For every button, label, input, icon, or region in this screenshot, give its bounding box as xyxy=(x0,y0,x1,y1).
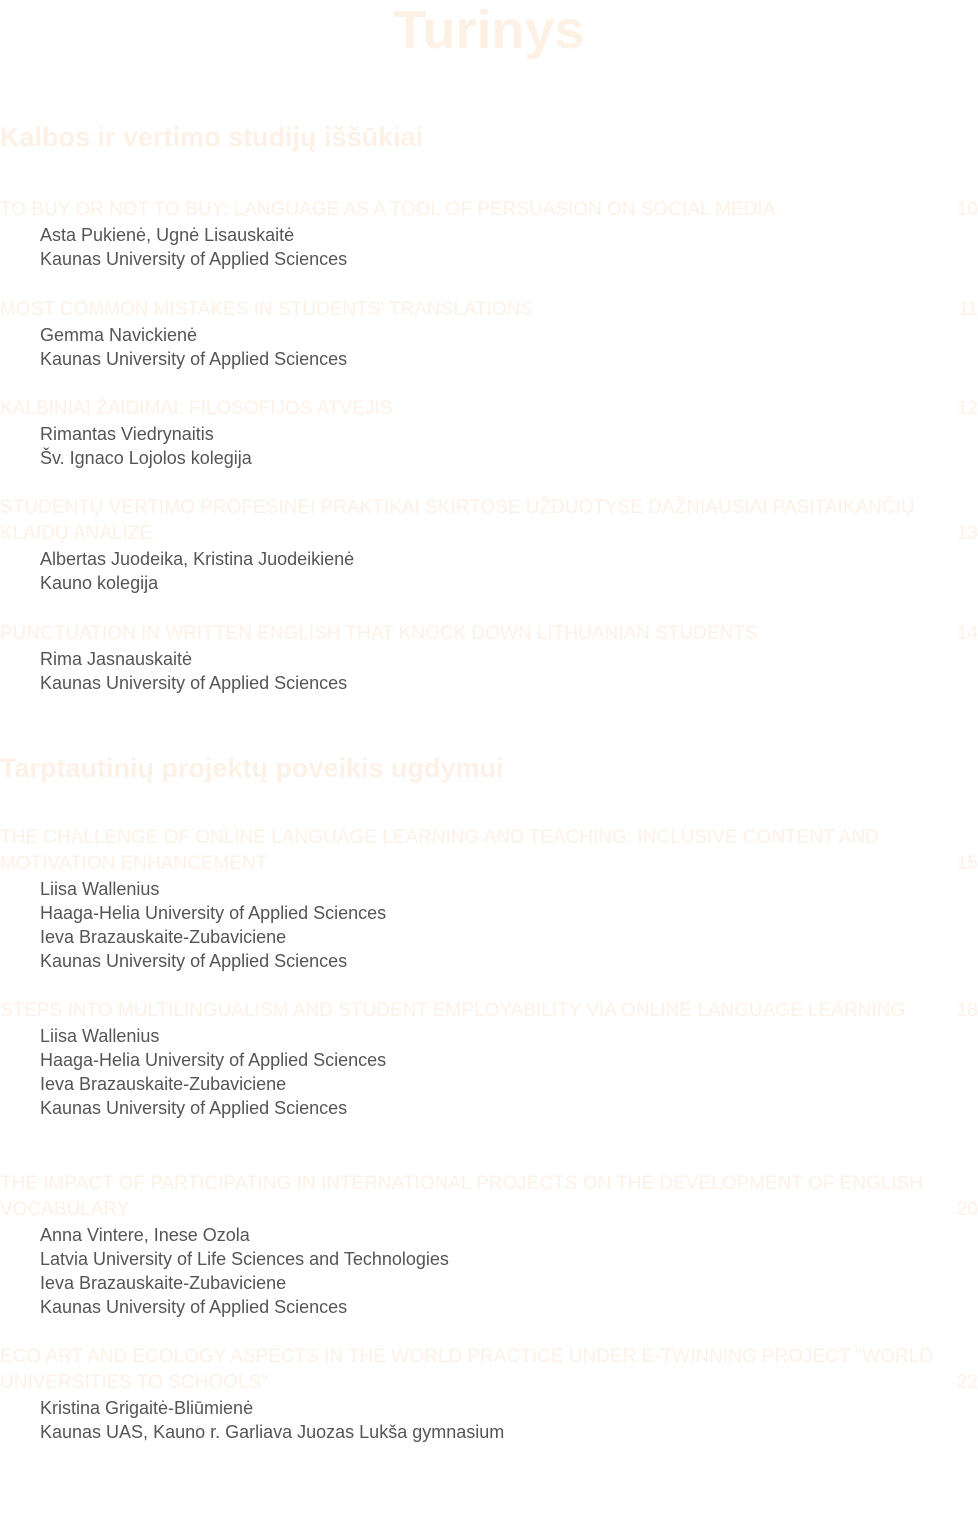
entry-title[interactable]: STUDENTŲ VERTIMO PROFESINEI PRAKTIKAI SK… xyxy=(0,497,915,544)
entry-title[interactable]: KALBINIAI ŽAIDIMAI: FILOSOFIJOS ATVEJIS xyxy=(0,398,393,419)
entry-author: Liisa Wallenius xyxy=(40,1026,160,1046)
entry-author: Gemma Navickienė xyxy=(40,325,198,345)
entry-page-number[interactable]: 11 xyxy=(958,299,978,320)
entry-author: Rimantas Viedrynaitis xyxy=(40,424,214,444)
entry-title[interactable]: STEPS INTO MULTILINGUALISM AND STUDENT E… xyxy=(0,1000,906,1021)
entry-page-number[interactable]: 10 xyxy=(956,199,978,220)
entry-affiliation: Kaunas University of Applied Sciences xyxy=(40,249,348,269)
entry-author: Rima Jasnauskaitė xyxy=(40,649,193,669)
entry-page-number[interactable]: 20 xyxy=(956,1199,978,1220)
entry-author: Ieva Brazauskaite-Zubaviciene xyxy=(40,1074,287,1094)
entry-title[interactable]: THE CHALLENGE OF ONLINE LANGUAGE LEARNIN… xyxy=(0,827,879,874)
toc-entry[interactable]: PUNCTUATION IN WRITTEN ENGLISH THAT KNOC… xyxy=(0,621,978,695)
entry-page-number[interactable]: 12 xyxy=(956,398,978,419)
entry-affiliation: Kauno kolegija xyxy=(40,573,159,593)
entry-affiliation: Kaunas University of Applied Sciences xyxy=(40,1098,348,1118)
entry-affiliation: Šv. Ignaco Lojolos kolegija xyxy=(40,448,252,468)
entry-author: Anna Vintere, Inese Ozola xyxy=(40,1225,250,1245)
entry-page-number[interactable]: 22 xyxy=(956,1372,978,1393)
entry-author: Albertas Juodeika, Kristina Juodeikienė xyxy=(40,549,355,569)
toc-entry[interactable]: STUDENTŲ VERTIMO PROFESINEI PRAKTIKAI SK… xyxy=(0,495,978,595)
entry-affiliation: Kaunas University of Applied Sciences xyxy=(40,951,348,971)
toc-entry[interactable]: THE IMPACT OF PARTICIPATING IN INTERNATI… xyxy=(0,1171,978,1319)
entry-page-number[interactable]: 14 xyxy=(956,623,978,644)
section-heading: Tarptautinių projektų poveikis ugdymui xyxy=(0,753,504,783)
page-title: Turinys xyxy=(393,0,585,60)
entry-affiliation: Haaga-Helia University of Applied Scienc… xyxy=(40,1050,387,1070)
entry-author: Ieva Brazauskaite-Zubaviciene xyxy=(40,927,287,947)
entry-author: Liisa Wallenius xyxy=(40,879,160,899)
section-heading: Kalbos ir vertimo studijų iššūkiai xyxy=(0,122,424,152)
entry-title[interactable]: ECO ART AND ECOLOGY ASPECTS IN THE WORLD… xyxy=(0,1346,933,1393)
toc-entry[interactable]: ECO ART AND ECOLOGY ASPECTS IN THE WORLD… xyxy=(0,1344,978,1444)
toc-entry[interactable]: STEPS INTO MULTILINGUALISM AND STUDENT E… xyxy=(0,998,978,1120)
entry-page-number[interactable]: 13 xyxy=(956,523,978,544)
entry-author: Ieva Brazauskaite-Zubaviciene xyxy=(40,1273,287,1293)
toc-entry[interactable]: TO BUY OR NOT TO BUY: LANGUAGE AS A TOOL… xyxy=(0,197,978,271)
entry-title[interactable]: MOST COMMON MISTAKES IN STUDENTS' TRANSL… xyxy=(0,299,534,320)
entry-affiliation: Kaunas UAS, Kauno r. Garliava Juozas Luk… xyxy=(40,1422,505,1442)
entry-affiliation: Latvia University of Life Sciences and T… xyxy=(40,1249,449,1269)
entry-affiliation: Haaga-Helia University of Applied Scienc… xyxy=(40,903,387,923)
entry-page-number[interactable]: 18 xyxy=(956,1000,978,1021)
toc-entry[interactable]: THE CHALLENGE OF ONLINE LANGUAGE LEARNIN… xyxy=(0,825,978,973)
toc-entry[interactable]: MOST COMMON MISTAKES IN STUDENTS' TRANSL… xyxy=(0,297,978,371)
toc-entry[interactable]: KALBINIAI ŽAIDIMAI: FILOSOFIJOS ATVEJIS … xyxy=(0,396,978,470)
entry-affiliation: Kaunas University of Applied Sciences xyxy=(40,1297,348,1317)
entry-author: Asta Pukienė, Ugnė Lisauskaitė xyxy=(40,225,295,245)
entry-affiliation: Kaunas University of Applied Sciences xyxy=(40,673,348,693)
entry-title[interactable]: TO BUY OR NOT TO BUY: LANGUAGE AS A TOOL… xyxy=(0,199,776,220)
entry-page-number[interactable]: 15 xyxy=(956,853,978,874)
entry-affiliation: Kaunas University of Applied Sciences xyxy=(40,349,348,369)
entry-title[interactable]: PUNCTUATION IN WRITTEN ENGLISH THAT KNOC… xyxy=(0,623,758,644)
entry-author: Kristina Grigaitė-Bliūmienė xyxy=(40,1398,254,1418)
entry-title[interactable]: THE IMPACT OF PARTICIPATING IN INTERNATI… xyxy=(0,1173,924,1220)
